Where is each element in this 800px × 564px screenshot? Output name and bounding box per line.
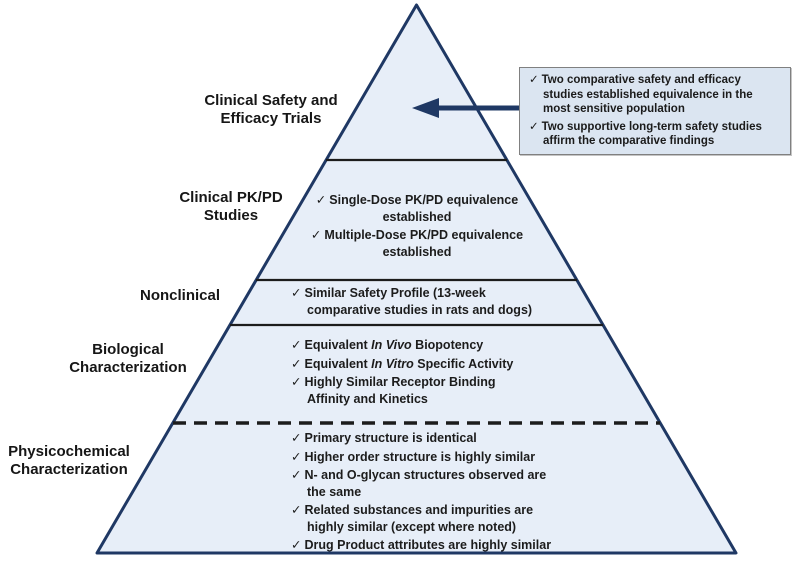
check-item-line: established <box>297 244 537 261</box>
level-items-biological: ✓Equivalent In Vivo Biopotency✓Equivalen… <box>291 337 581 409</box>
check-item-text: established <box>382 244 452 259</box>
check-item-text: most sensitive population <box>543 103 685 115</box>
check-icon: ✓ <box>291 538 302 552</box>
check-item-text: Similar Safety Profile (13-week <box>304 286 486 300</box>
check-icon: ✓ <box>291 338 302 352</box>
check-item-text: comparative studies in rats and dogs) <box>307 302 533 317</box>
check-item: ✓Primary structure is identical <box>291 430 591 447</box>
check-item-first-line: ✓Multiple-Dose PK/PD equivalence <box>297 227 537 244</box>
check-item-text: Biopotency <box>411 338 484 352</box>
check-item-text: In Vitro <box>371 356 414 371</box>
check-item-text: N- and O-glycan structures observed are <box>304 468 547 482</box>
level-label-biological: Biological Characterization <box>69 341 187 376</box>
check-item-text: Equivalent <box>304 356 372 371</box>
check-item-first-line: ✓Single-Dose PK/PD equivalence <box>297 192 537 209</box>
check-item-text: highly similar (except where noted) <box>307 519 517 534</box>
check-item-line: highly similar (except where noted) <box>291 519 591 536</box>
check-item-text: Multiple-Dose PK/PD equivalence <box>324 228 524 242</box>
check-item-first-line: ✓Related substances and impurities are <box>291 502 591 519</box>
check-icon: ✓ <box>529 74 539 86</box>
check-item-first-line: ✓Two supportive long-term safety studies <box>529 120 786 135</box>
check-item-text: affirm the comparative findings <box>543 135 715 147</box>
check-item-first-line: ✓Two comparative safety and efficacy <box>529 73 786 88</box>
check-icon: ✓ <box>315 193 327 207</box>
check-item-first-line: ✓Primary structure is identical <box>291 430 591 447</box>
check-item-first-line: ✓N- and O-glycan structures observed are <box>291 467 591 484</box>
check-item-line: Affinity and Kinetics <box>291 391 581 408</box>
level-label-clinical-safety-efficacy: Clinical Safety and Efficacy Trials <box>204 92 338 127</box>
check-item-text: Primary structure is identical <box>304 431 477 445</box>
check-item-text: Equivalent <box>304 338 372 352</box>
check-item: ✓N- and O-glycan structures observed are… <box>291 467 591 500</box>
check-icon: ✓ <box>291 449 302 464</box>
level-label-clinical-pkpd: Clinical PK/PD Studies <box>179 189 283 224</box>
check-item-text: Two supportive long-term safety studies <box>541 120 762 133</box>
check-item-text: Specific Activity <box>413 356 514 371</box>
check-item: ✓Higher order structure is highly simila… <box>291 449 591 466</box>
check-item-line: studies established equivalence in the <box>529 88 786 103</box>
check-item-text: Higher order structure is highly similar <box>304 449 536 464</box>
check-item-text: Drug Product attributes are highly simil… <box>304 538 552 552</box>
check-icon: ✓ <box>310 228 322 242</box>
check-item-text: studies established equivalence in the <box>543 88 753 101</box>
check-item: ✓Equivalent In Vivo Biopotency <box>291 337 581 354</box>
check-item-text: Two comparative safety and efficacy <box>541 74 741 86</box>
check-item-line: most sensitive population <box>529 102 786 117</box>
check-item-first-line: ✓Higher order structure is highly simila… <box>291 449 591 466</box>
check-icon: ✓ <box>291 286 302 300</box>
check-item-text: Single-Dose PK/PD equivalence <box>329 193 519 207</box>
check-item-text: Highly Similar Receptor Binding <box>304 375 496 389</box>
check-item-text: Related substances and impurities are <box>304 503 534 517</box>
check-item-first-line: ✓Similar Safety Profile (13-week <box>291 285 571 302</box>
check-item-first-line: ✓Equivalent In Vivo Biopotency <box>291 337 581 354</box>
check-item: ✓Drug Product attributes are highly simi… <box>291 537 591 554</box>
check-item-text: In Vivo <box>371 338 412 352</box>
check-item: ✓Equivalent In Vitro Specific Activity <box>291 356 581 373</box>
check-icon: ✓ <box>291 356 302 371</box>
check-icon: ✓ <box>529 120 539 133</box>
check-item-first-line: ✓Drug Product attributes are highly simi… <box>291 537 591 554</box>
level-label-physicochemical: Physicochemical Characterization <box>8 443 130 478</box>
check-item-first-line: ✓Equivalent In Vitro Specific Activity <box>291 356 581 373</box>
check-icon: ✓ <box>291 375 302 389</box>
check-item-first-line: ✓Highly Similar Receptor Binding <box>291 374 581 391</box>
check-item: ✓Two supportive long-term safety studies… <box>529 120 786 149</box>
check-item-text: established <box>382 209 452 224</box>
check-icon: ✓ <box>291 468 302 482</box>
check-item-line: affirm the comparative findings <box>529 134 786 149</box>
level-items-physicochemical: ✓Primary structure is identical✓Higher o… <box>291 430 591 556</box>
check-item-line: the same <box>291 484 591 501</box>
check-item-text: the same <box>307 484 362 499</box>
check-item-line: comparative studies in rats and dogs) <box>291 302 571 319</box>
check-item-text: Affinity and Kinetics <box>307 391 428 406</box>
callout-arrow-icon <box>412 98 519 118</box>
check-icon: ✓ <box>291 431 302 445</box>
check-icon: ✓ <box>291 503 302 517</box>
level-label-nonclinical: Nonclinical <box>139 287 221 304</box>
check-item-line: established <box>297 209 537 226</box>
